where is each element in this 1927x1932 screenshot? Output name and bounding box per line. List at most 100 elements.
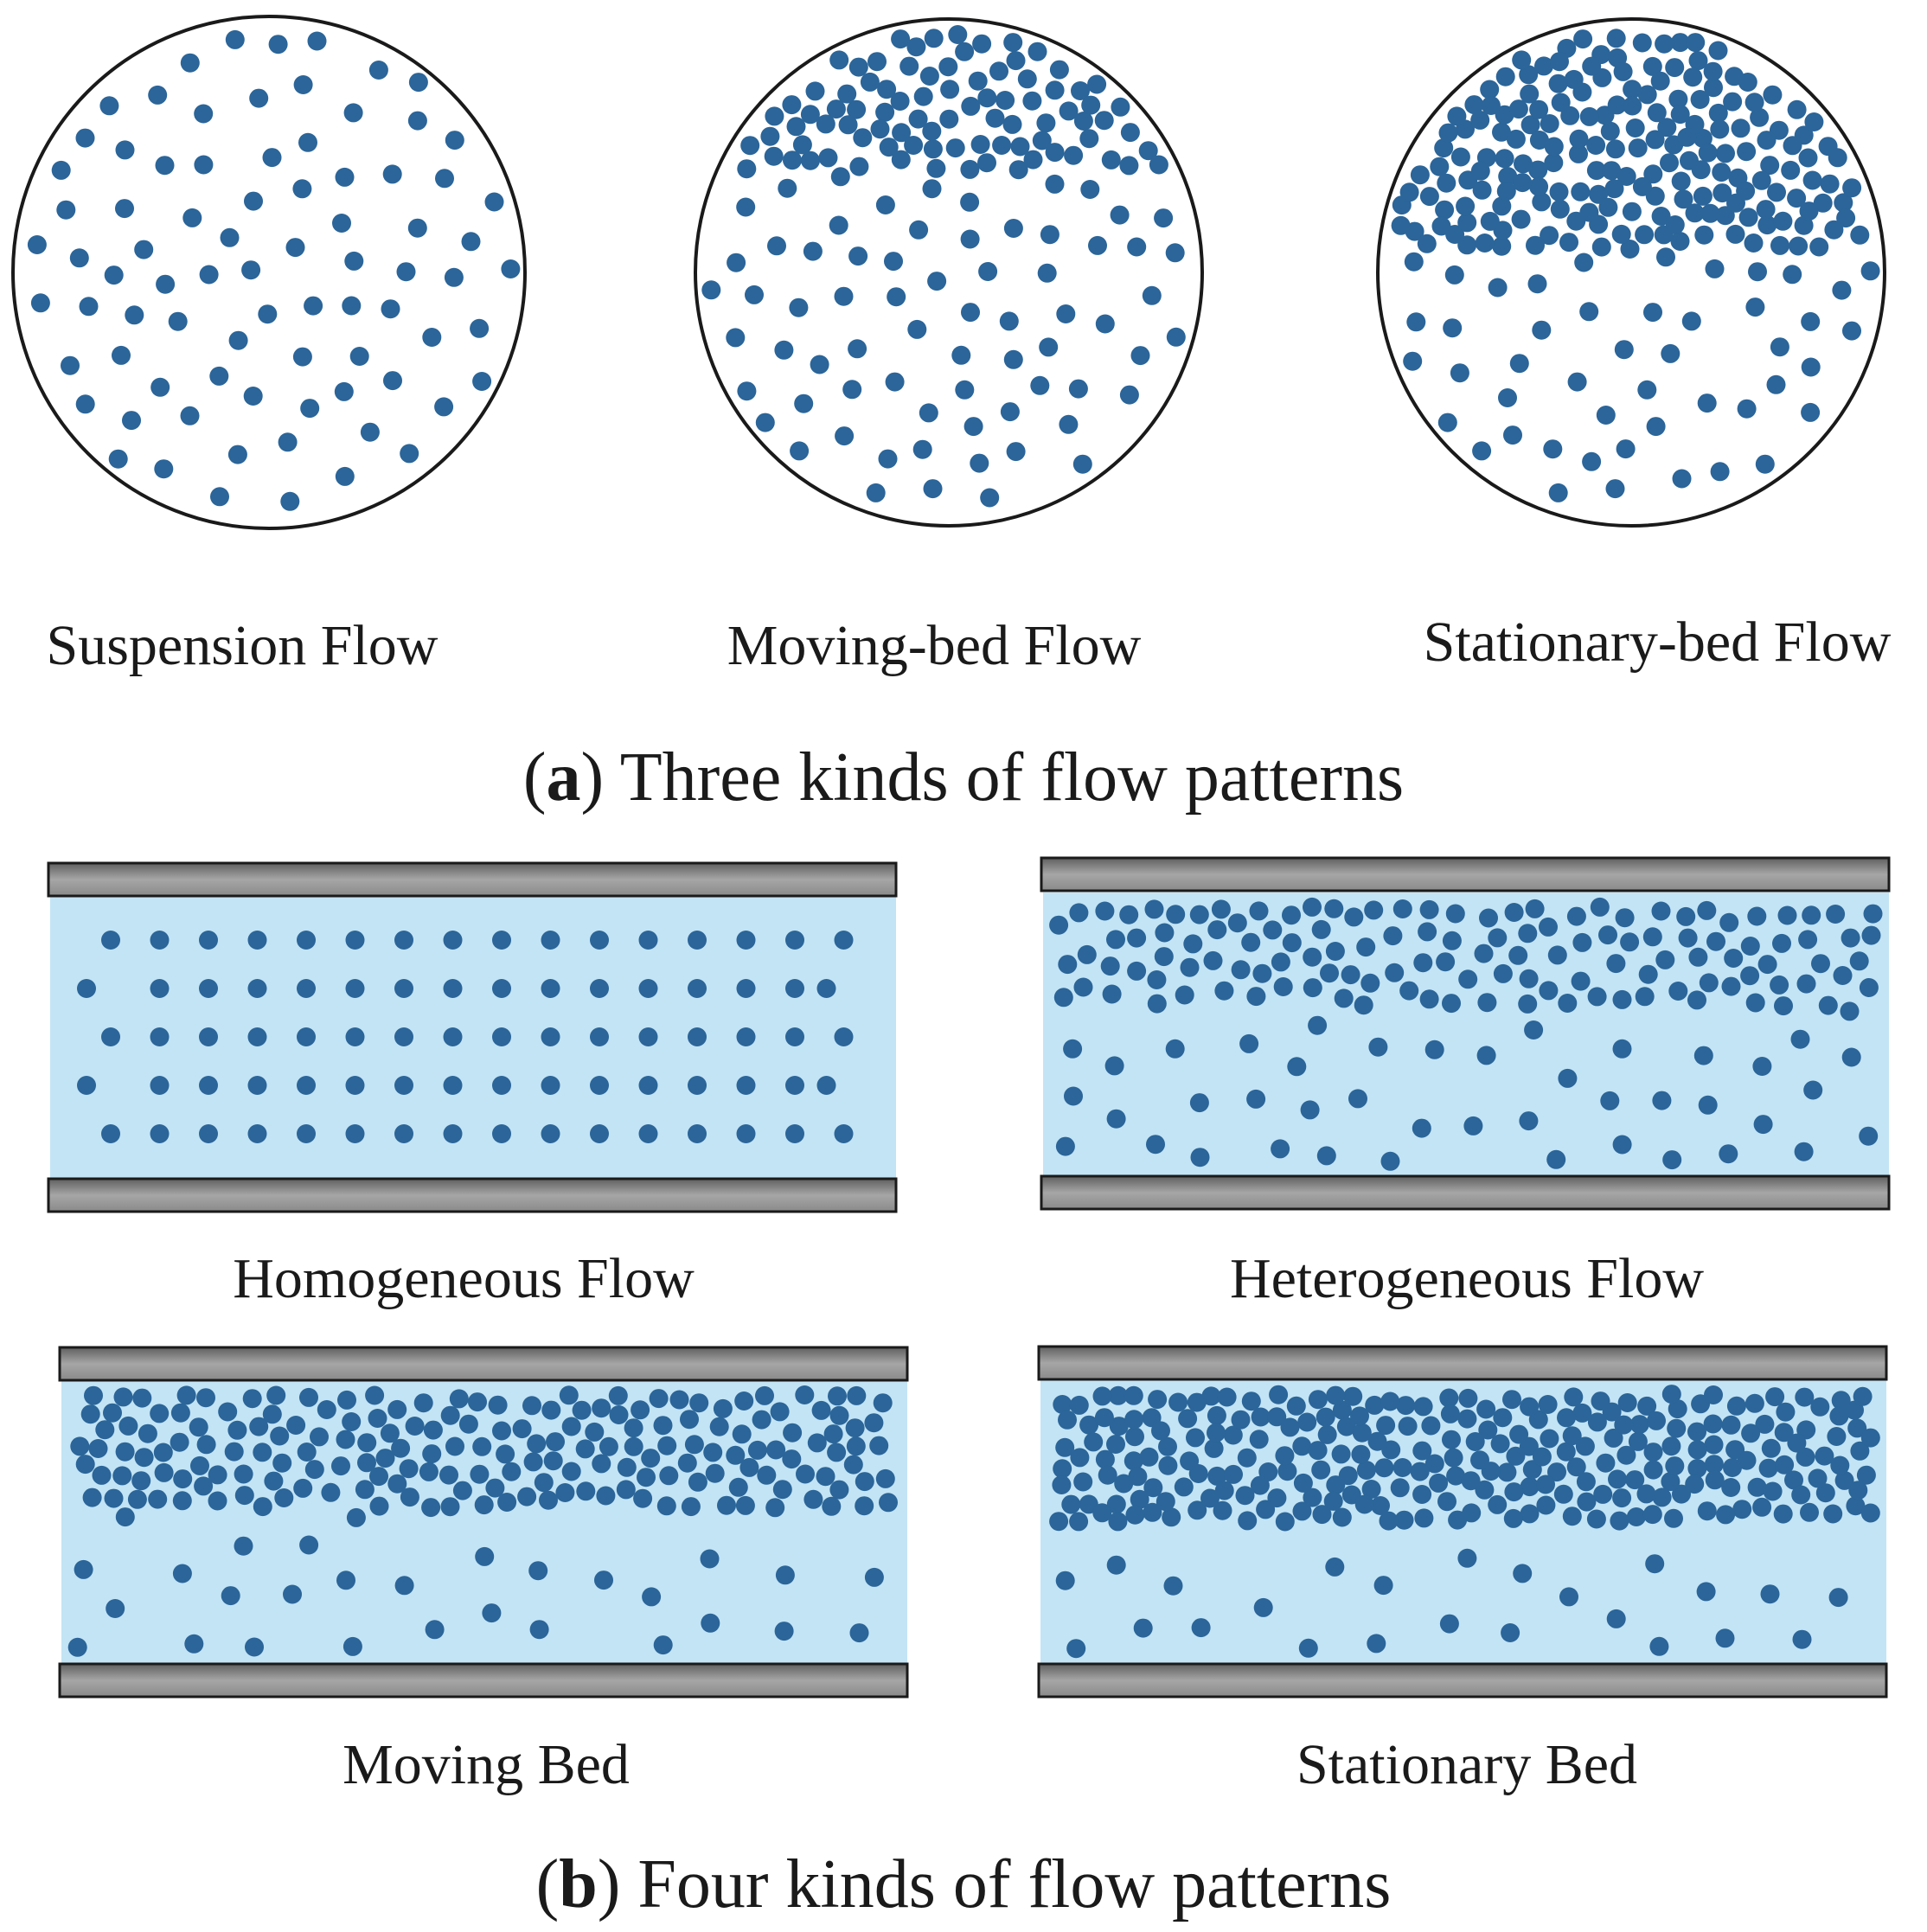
particle-dot — [262, 1404, 282, 1424]
particle-dot — [1049, 60, 1069, 80]
particle-dot — [1439, 1614, 1459, 1634]
particle-dot — [394, 979, 413, 998]
particle-dot — [805, 81, 825, 101]
particle-dot — [1139, 1447, 1159, 1467]
particle-dot — [286, 1416, 306, 1435]
particle-dot — [1798, 148, 1818, 168]
particle-dot — [1187, 1392, 1207, 1412]
particle-dot — [1529, 176, 1549, 196]
particle-dot — [1124, 1385, 1143, 1405]
particle-dot — [892, 123, 912, 143]
particle-dot — [1686, 33, 1706, 53]
label-stationary-bed: Stationary Bed — [1296, 1733, 1637, 1796]
particle-dot — [1529, 99, 1549, 119]
particle-dot — [1087, 74, 1107, 94]
particle-dot — [387, 1399, 407, 1419]
particle-dot — [829, 1480, 849, 1500]
particle-dot — [1403, 351, 1423, 371]
particle-dot — [887, 287, 906, 307]
particle-dot — [1622, 202, 1642, 221]
particle-dot — [1250, 1475, 1270, 1495]
particle-dot — [1803, 1080, 1823, 1100]
particle-dot — [834, 1124, 854, 1143]
particle-dot — [1506, 1446, 1526, 1466]
particle-dot — [1125, 1505, 1145, 1525]
particle-dot — [357, 1433, 377, 1453]
particle-dot — [1848, 1481, 1868, 1500]
particle-dot — [1052, 1475, 1072, 1494]
particle-dot — [210, 487, 229, 507]
particle-dot — [1277, 1462, 1297, 1481]
particle-dot — [1662, 1150, 1682, 1170]
particle-dot — [1704, 1455, 1724, 1475]
particle-dot — [1643, 1443, 1663, 1462]
label-homogeneous-flow: Homogeneous Flow — [233, 1247, 695, 1310]
particle-dot — [1028, 42, 1047, 61]
particle-dot — [1794, 1142, 1814, 1161]
particle-dot — [1474, 944, 1494, 963]
particle-dot — [445, 1436, 464, 1456]
particle-dot — [1443, 318, 1463, 338]
particle-dot — [1824, 220, 1844, 240]
particle-dot — [1421, 1416, 1441, 1436]
particle-dot — [864, 1413, 884, 1433]
particle-dot — [1073, 1472, 1093, 1492]
particle-dot — [1457, 235, 1477, 255]
particle-dot — [1539, 917, 1558, 937]
particle-dot — [1738, 208, 1758, 227]
particle-dot — [1478, 1420, 1498, 1440]
particle-dot — [1045, 174, 1065, 194]
particle-dot — [1606, 29, 1626, 48]
particle-dot — [443, 1027, 463, 1046]
particle-dot — [1543, 439, 1563, 459]
particle-dot — [1436, 952, 1456, 972]
particle-dot — [1303, 947, 1322, 967]
particle-dot — [649, 1389, 669, 1409]
particle-dot — [778, 178, 797, 198]
particle-dot — [470, 318, 490, 338]
particle-dot — [199, 1027, 218, 1046]
particle-dot — [297, 1076, 316, 1095]
particle-dot — [1049, 1512, 1069, 1532]
particle-dot — [1811, 954, 1830, 974]
particle-dot — [1430, 157, 1450, 176]
particle-dot — [624, 1436, 643, 1456]
particle-dot — [1148, 1390, 1168, 1410]
particle-dot — [922, 179, 942, 199]
label-stationary-bed-flow: Stationary-bed Flow — [1424, 611, 1892, 674]
particle-dot — [249, 88, 269, 108]
particle-dot — [1668, 982, 1688, 1001]
particle-dot — [474, 1495, 494, 1515]
particle-dot — [1124, 1451, 1143, 1471]
particle-dot — [1687, 1422, 1706, 1442]
label-heterogeneous-flow: Heterogeneous Flow — [1230, 1247, 1704, 1310]
particle-dot — [1071, 81, 1090, 100]
particle-dot — [1203, 950, 1223, 970]
particle-dot — [383, 371, 402, 391]
particle-dot — [1567, 372, 1587, 392]
particle-dot — [1721, 1415, 1741, 1435]
particle-dot — [680, 1410, 699, 1430]
particle-dot — [1518, 924, 1538, 944]
particle-dot — [82, 1487, 102, 1507]
particle-dot — [1419, 187, 1439, 207]
particle-dot — [1598, 197, 1618, 217]
particle-dot — [855, 1472, 874, 1492]
particle-dot — [641, 1449, 661, 1468]
particle-dot — [220, 227, 240, 247]
particle-dot — [517, 1487, 537, 1507]
particle-dot — [360, 422, 380, 442]
particle-dot — [1683, 67, 1703, 87]
particle-dot — [764, 146, 784, 166]
particle-dot — [1102, 984, 1122, 1004]
particle-dot — [1625, 1470, 1645, 1490]
particle-dot — [413, 1393, 433, 1413]
particle-dot — [405, 1417, 425, 1436]
particle-dot — [270, 1426, 290, 1446]
particle-dot — [1476, 1399, 1496, 1419]
particle-dot — [1700, 203, 1720, 223]
particle-dot — [1770, 337, 1789, 357]
particle-dot — [624, 1418, 643, 1438]
particle-dot — [1056, 304, 1076, 323]
particle-dot — [1360, 973, 1380, 993]
